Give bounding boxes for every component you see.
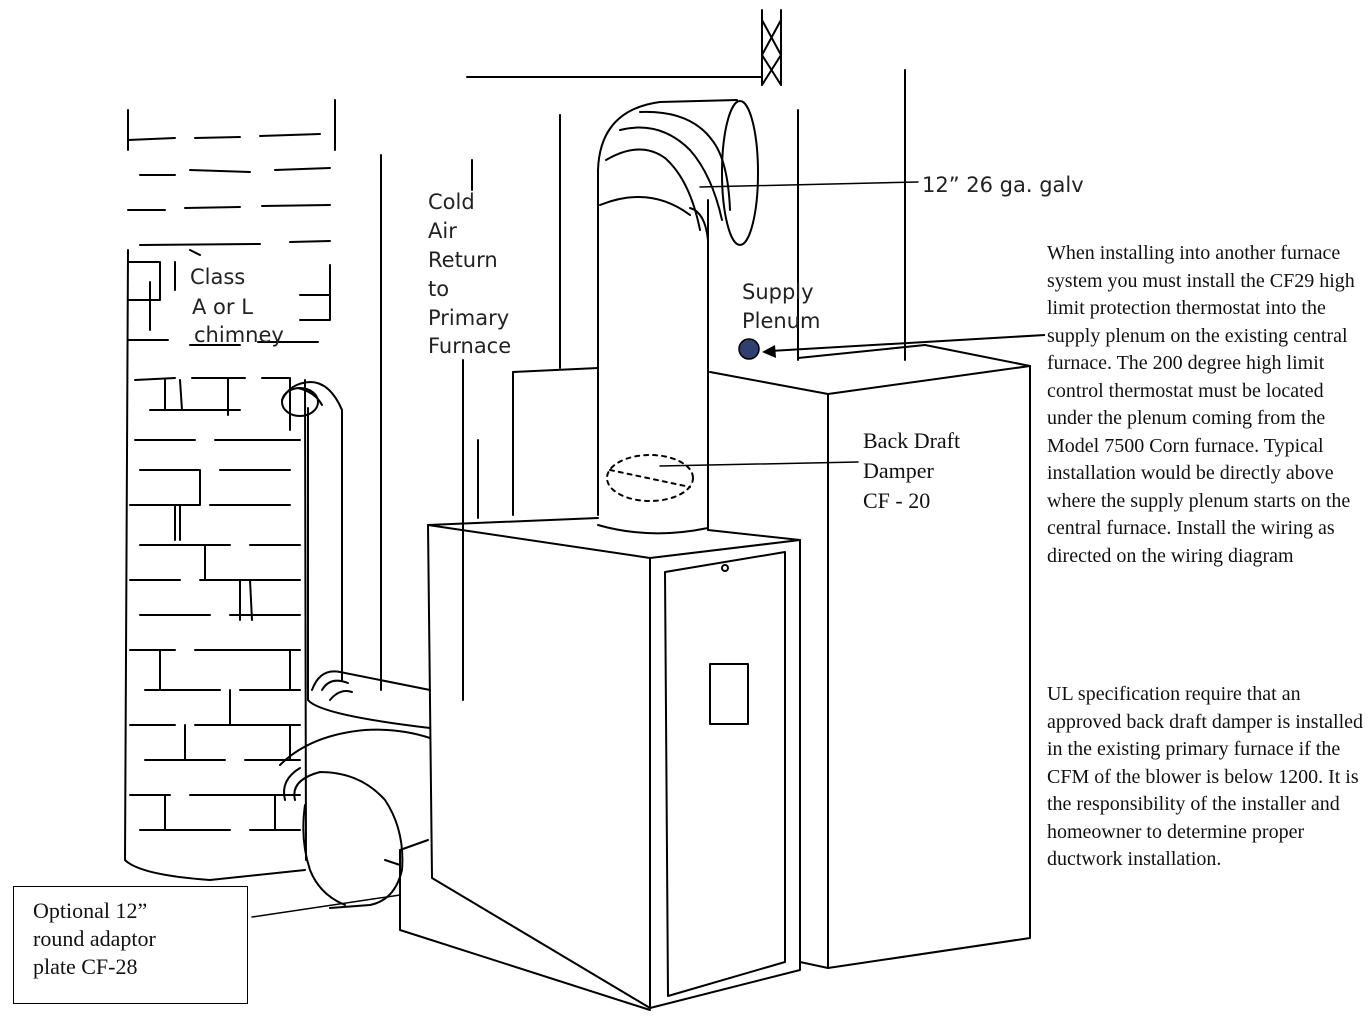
adaptor-line-3: plate CF-28 bbox=[33, 954, 138, 979]
svg-text:Plenum: Plenum bbox=[742, 309, 821, 333]
leader-lines bbox=[251, 181, 919, 918]
svg-text:Cold: Cold bbox=[428, 190, 475, 214]
corn-furnace bbox=[399, 517, 801, 1011]
svg-text:Air: Air bbox=[428, 219, 457, 243]
cold-air-return-label: Cold Air Return to Primary Furnace bbox=[428, 190, 511, 358]
svg-text:Furnace: Furnace bbox=[428, 334, 511, 358]
svg-text:Return: Return bbox=[428, 248, 498, 272]
vent-pipe bbox=[279, 381, 431, 801]
back-draft-damper-label: Back Draft Damper CF - 20 bbox=[863, 428, 960, 513]
svg-text:chimney: chimney bbox=[194, 323, 284, 347]
arrow-head-icon bbox=[762, 345, 776, 358]
flue-pipe bbox=[597, 99, 759, 535]
chimney bbox=[124, 99, 336, 881]
svg-text:Damper: Damper bbox=[863, 458, 935, 483]
ul-specification-note: UL specification require that an approve… bbox=[1047, 683, 1363, 870]
svg-text:Class: Class bbox=[190, 265, 245, 289]
chimney-label: Class A or L chimney bbox=[190, 265, 284, 347]
supply-plenum-label: Supply Plenum bbox=[742, 280, 821, 333]
svg-text:A or L: A or L bbox=[192, 295, 253, 319]
svg-text:to: to bbox=[428, 277, 449, 301]
thermostat-marker bbox=[738, 338, 760, 360]
duct-label: 12” 26 ga. galv bbox=[922, 173, 1084, 197]
supply-plenum bbox=[559, 69, 906, 373]
adaptor-line-1: Optional 12” bbox=[33, 898, 148, 923]
svg-text:Primary: Primary bbox=[428, 306, 509, 330]
thermostat-arrow bbox=[769, 334, 1046, 352]
adaptor-duct bbox=[293, 771, 404, 909]
ceiling-lines bbox=[466, 9, 782, 86]
installation-note: When installing into another furnace sys… bbox=[1047, 242, 1355, 567]
svg-text:Back Draft: Back Draft bbox=[863, 428, 960, 453]
svg-text:Supply: Supply bbox=[742, 280, 814, 304]
adaptor-plate-label: Optional 12” round adaptor plate CF-28 bbox=[13, 886, 248, 1004]
adaptor-line-2: round adaptor bbox=[33, 926, 156, 951]
svg-text:CF - 20: CF - 20 bbox=[863, 488, 930, 513]
